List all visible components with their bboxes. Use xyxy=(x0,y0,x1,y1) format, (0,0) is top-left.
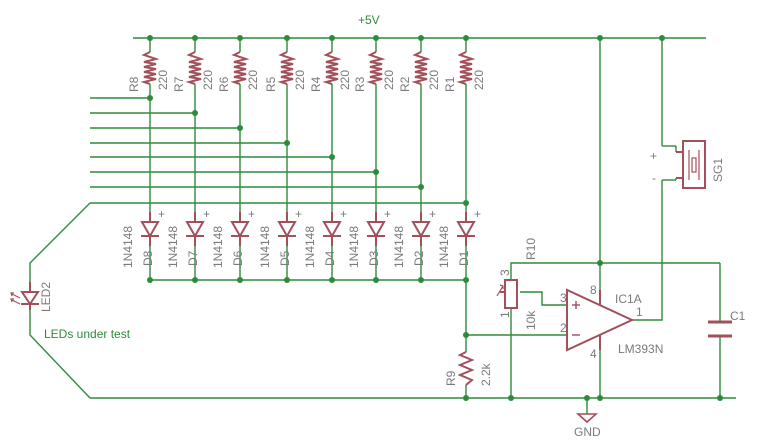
resistor-value: 220 xyxy=(338,70,352,90)
resistor-value: 220 xyxy=(246,70,260,90)
resistor-symbol xyxy=(322,51,342,85)
resistor-symbol xyxy=(411,51,431,85)
resistor-value: 220 xyxy=(201,70,215,90)
led2-name: LED2 xyxy=(39,282,53,312)
pot-r10-symbol xyxy=(496,279,518,309)
buzzer-minus-label: - xyxy=(652,171,656,185)
diode-symbol xyxy=(411,221,431,239)
diode-symbol xyxy=(140,221,160,239)
r9-symbol xyxy=(457,351,475,386)
resistor-symbol xyxy=(277,51,297,85)
diode-symbol xyxy=(456,221,476,239)
diode-symbol xyxy=(322,221,342,239)
diode-symbol xyxy=(366,221,386,239)
resistor-value: 220 xyxy=(472,70,486,90)
capacitor-c1-symbol xyxy=(708,320,732,338)
pot-value: 10k xyxy=(524,310,538,330)
leds-under-test-label: LEDs under test xyxy=(44,327,131,341)
vcc-net-label: +5V xyxy=(358,13,380,27)
diode-value: 1N4148 xyxy=(258,226,272,268)
diode-symbol xyxy=(277,221,297,239)
diode-symbol xyxy=(185,221,205,239)
r9-value: 2.2k xyxy=(479,362,493,386)
opamp-pin-8: 8 xyxy=(590,283,597,297)
diode-name: D4 xyxy=(323,250,337,266)
diode-cathode-mark: + xyxy=(295,207,302,221)
resistor-name: R7 xyxy=(172,76,186,92)
buzzer-name: SG1 xyxy=(711,158,725,182)
diode-value: 1N4148 xyxy=(437,226,451,268)
junctions xyxy=(147,35,723,401)
buzzer-plus-label: + xyxy=(650,149,657,163)
opamp-pin-3: 3 xyxy=(560,291,567,305)
resistor-name: R6 xyxy=(217,76,231,92)
diode-value: 1N4148 xyxy=(303,226,317,268)
resistor-value: 220 xyxy=(156,70,170,90)
resistor-name: R8 xyxy=(127,76,141,92)
diode-value: 1N4148 xyxy=(392,226,406,268)
opamp-name: IC1A xyxy=(615,292,642,306)
diode-value: 1N4148 xyxy=(347,226,361,268)
gnd-symbol xyxy=(575,413,599,424)
resistor-symbol xyxy=(140,51,160,85)
resistor-symbol xyxy=(185,51,205,85)
resistor-name: R3 xyxy=(353,76,367,92)
wires xyxy=(29,37,736,414)
diode-value: 1N4148 xyxy=(166,226,180,268)
resistor-symbol xyxy=(366,51,386,85)
opamp-pin-1: 1 xyxy=(636,305,643,319)
pot-pin-3: 3 xyxy=(498,269,512,276)
gnd-net-label: GND xyxy=(574,425,601,439)
diode-cathode-mark: + xyxy=(158,207,165,221)
diode-symbol xyxy=(230,221,250,239)
diode-cathode-mark: + xyxy=(429,207,436,221)
diode-cathode-mark: + xyxy=(474,207,481,221)
opamp-pin-2: 2 xyxy=(560,321,567,335)
resistor-name: R4 xyxy=(309,76,323,92)
resistor-value: 220 xyxy=(382,70,396,90)
diode-value: 1N4148 xyxy=(121,226,135,268)
diode-cathode-mark: + xyxy=(248,207,255,221)
diode-name: D7 xyxy=(186,250,200,266)
resistor-name: R5 xyxy=(264,76,278,92)
diode-cathode-mark: + xyxy=(384,207,391,221)
diode-name: D8 xyxy=(141,250,155,266)
resistor-name: R2 xyxy=(398,76,412,92)
opamp-ic1a-symbol xyxy=(566,288,635,352)
resistor-symbol xyxy=(456,51,476,85)
resistor-value: 220 xyxy=(293,70,307,90)
diode-cathode-mark: + xyxy=(340,207,347,221)
diode-name: D2 xyxy=(412,250,426,266)
diode-value: 1N4148 xyxy=(211,226,225,268)
diode-name: D5 xyxy=(278,250,292,266)
capacitor-name: C1 xyxy=(730,309,746,323)
pot-pin-1: 1 xyxy=(498,311,512,318)
resistor-symbol xyxy=(230,51,250,85)
buzzer-sg1-symbol xyxy=(662,140,706,189)
opamp-pin-4: 4 xyxy=(590,347,597,361)
led2-symbol xyxy=(10,282,40,310)
resistor-value: 220 xyxy=(427,70,441,90)
opamp-part: LM393N xyxy=(618,342,663,356)
r9-name: R9 xyxy=(444,370,458,386)
diode-name: D3 xyxy=(367,250,381,266)
pot-name: R10 xyxy=(524,238,538,260)
resistor-name: R1 xyxy=(443,76,457,92)
diode-name: D1 xyxy=(457,250,471,266)
diode-cathode-mark: + xyxy=(203,207,210,221)
diode-name: D6 xyxy=(231,250,245,266)
